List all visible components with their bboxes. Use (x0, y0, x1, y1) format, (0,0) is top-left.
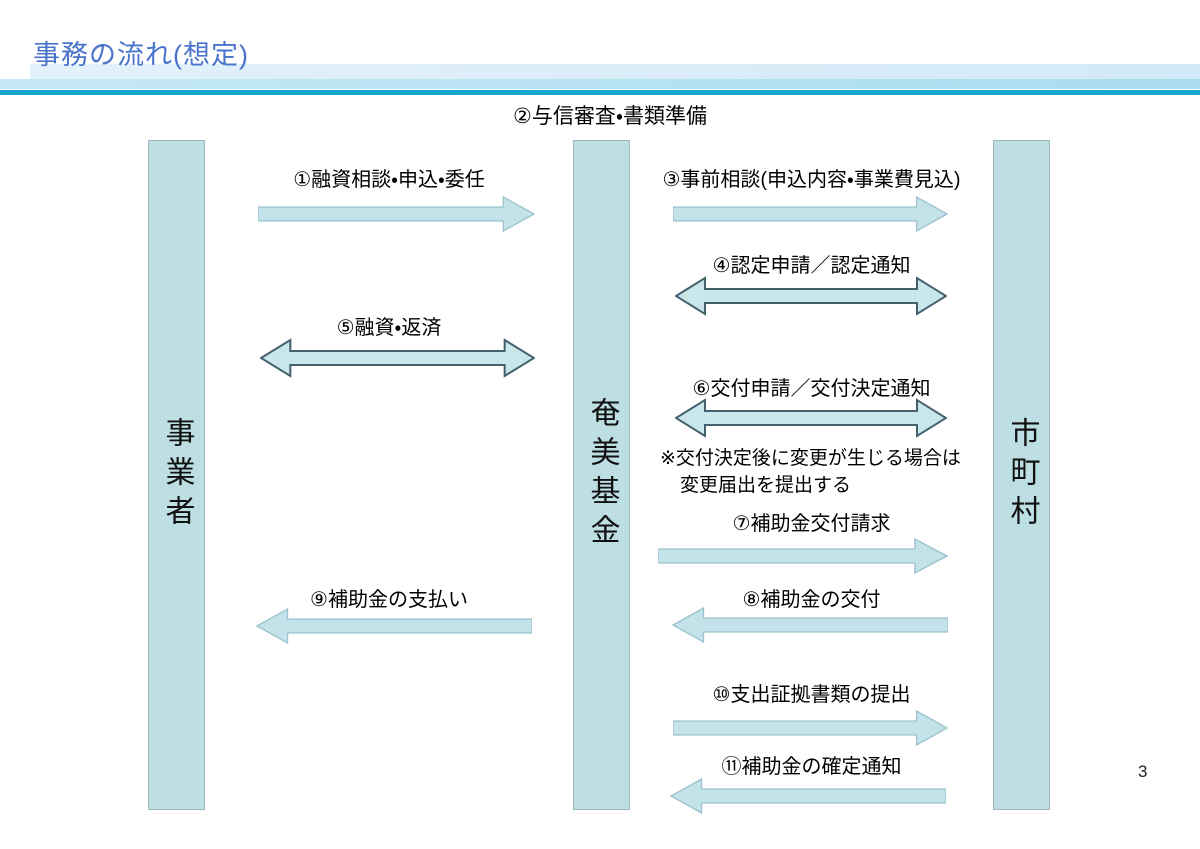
flow-label-11: ⑪補助金の確定通知 (721, 756, 902, 778)
flow-label-2: ②与信審査・書類準備 (513, 105, 707, 128)
flow-label-3: ③事前相談(申込内容・事業費見込) (662, 169, 961, 191)
flow-label-8: ⑧補助金の交付 (742, 589, 881, 611)
arrow-both-icon (675, 398, 947, 438)
flow-label-6: ⑥交付申請／交付決定通知 (692, 378, 931, 400)
flow-label-7: ⑦補助金交付請求 (732, 513, 891, 535)
flow-label-1: ①融資相談・申込・委任 (293, 169, 485, 191)
arrow-left-icon (256, 608, 532, 644)
arrow-right-icon (658, 538, 948, 574)
flow-label-4: ④認定申請／認定通知 (712, 255, 911, 277)
arrow-right-icon (258, 196, 535, 232)
page-number: 3 (1138, 762, 1148, 781)
arrow-right-icon (673, 196, 948, 232)
actor-column-amami-fund: 奄美基金 (573, 140, 630, 810)
actor-label-business: 事業者 (160, 416, 194, 534)
page-title: 事務の流れ(想定) (33, 40, 249, 70)
header-band-light (30, 64, 1200, 79)
actor-column-municipality: 市町村 (993, 140, 1050, 810)
arrow-left-icon (672, 607, 948, 643)
change-notification-note: ※交付決定後に変更が生じる場合は 変更届出を提出する (660, 446, 961, 499)
actor-column-business: 事業者 (148, 140, 205, 810)
arrow-both-icon (675, 276, 947, 316)
arrow-right-icon (673, 710, 948, 746)
flow-label-10: ⑩支出証拠書類の提出 (712, 684, 911, 706)
arrow-left-icon (670, 778, 946, 814)
actor-label-municipality: 市町村 (1005, 416, 1039, 534)
note-line-2: 変更届出を提出する (680, 474, 852, 496)
arrow-both-icon (260, 338, 535, 378)
note-line-1: ※交付決定後に変更が生じる場合は (660, 448, 961, 469)
flow-label-5: ⑤融資・返済 (336, 317, 442, 339)
actor-label-amami-fund: 奄美基金 (585, 397, 619, 553)
header-accent-bar (0, 90, 1200, 95)
flow-label-9: ⑨補助金の支払い (310, 589, 468, 611)
header-band-mid (0, 79, 1200, 89)
